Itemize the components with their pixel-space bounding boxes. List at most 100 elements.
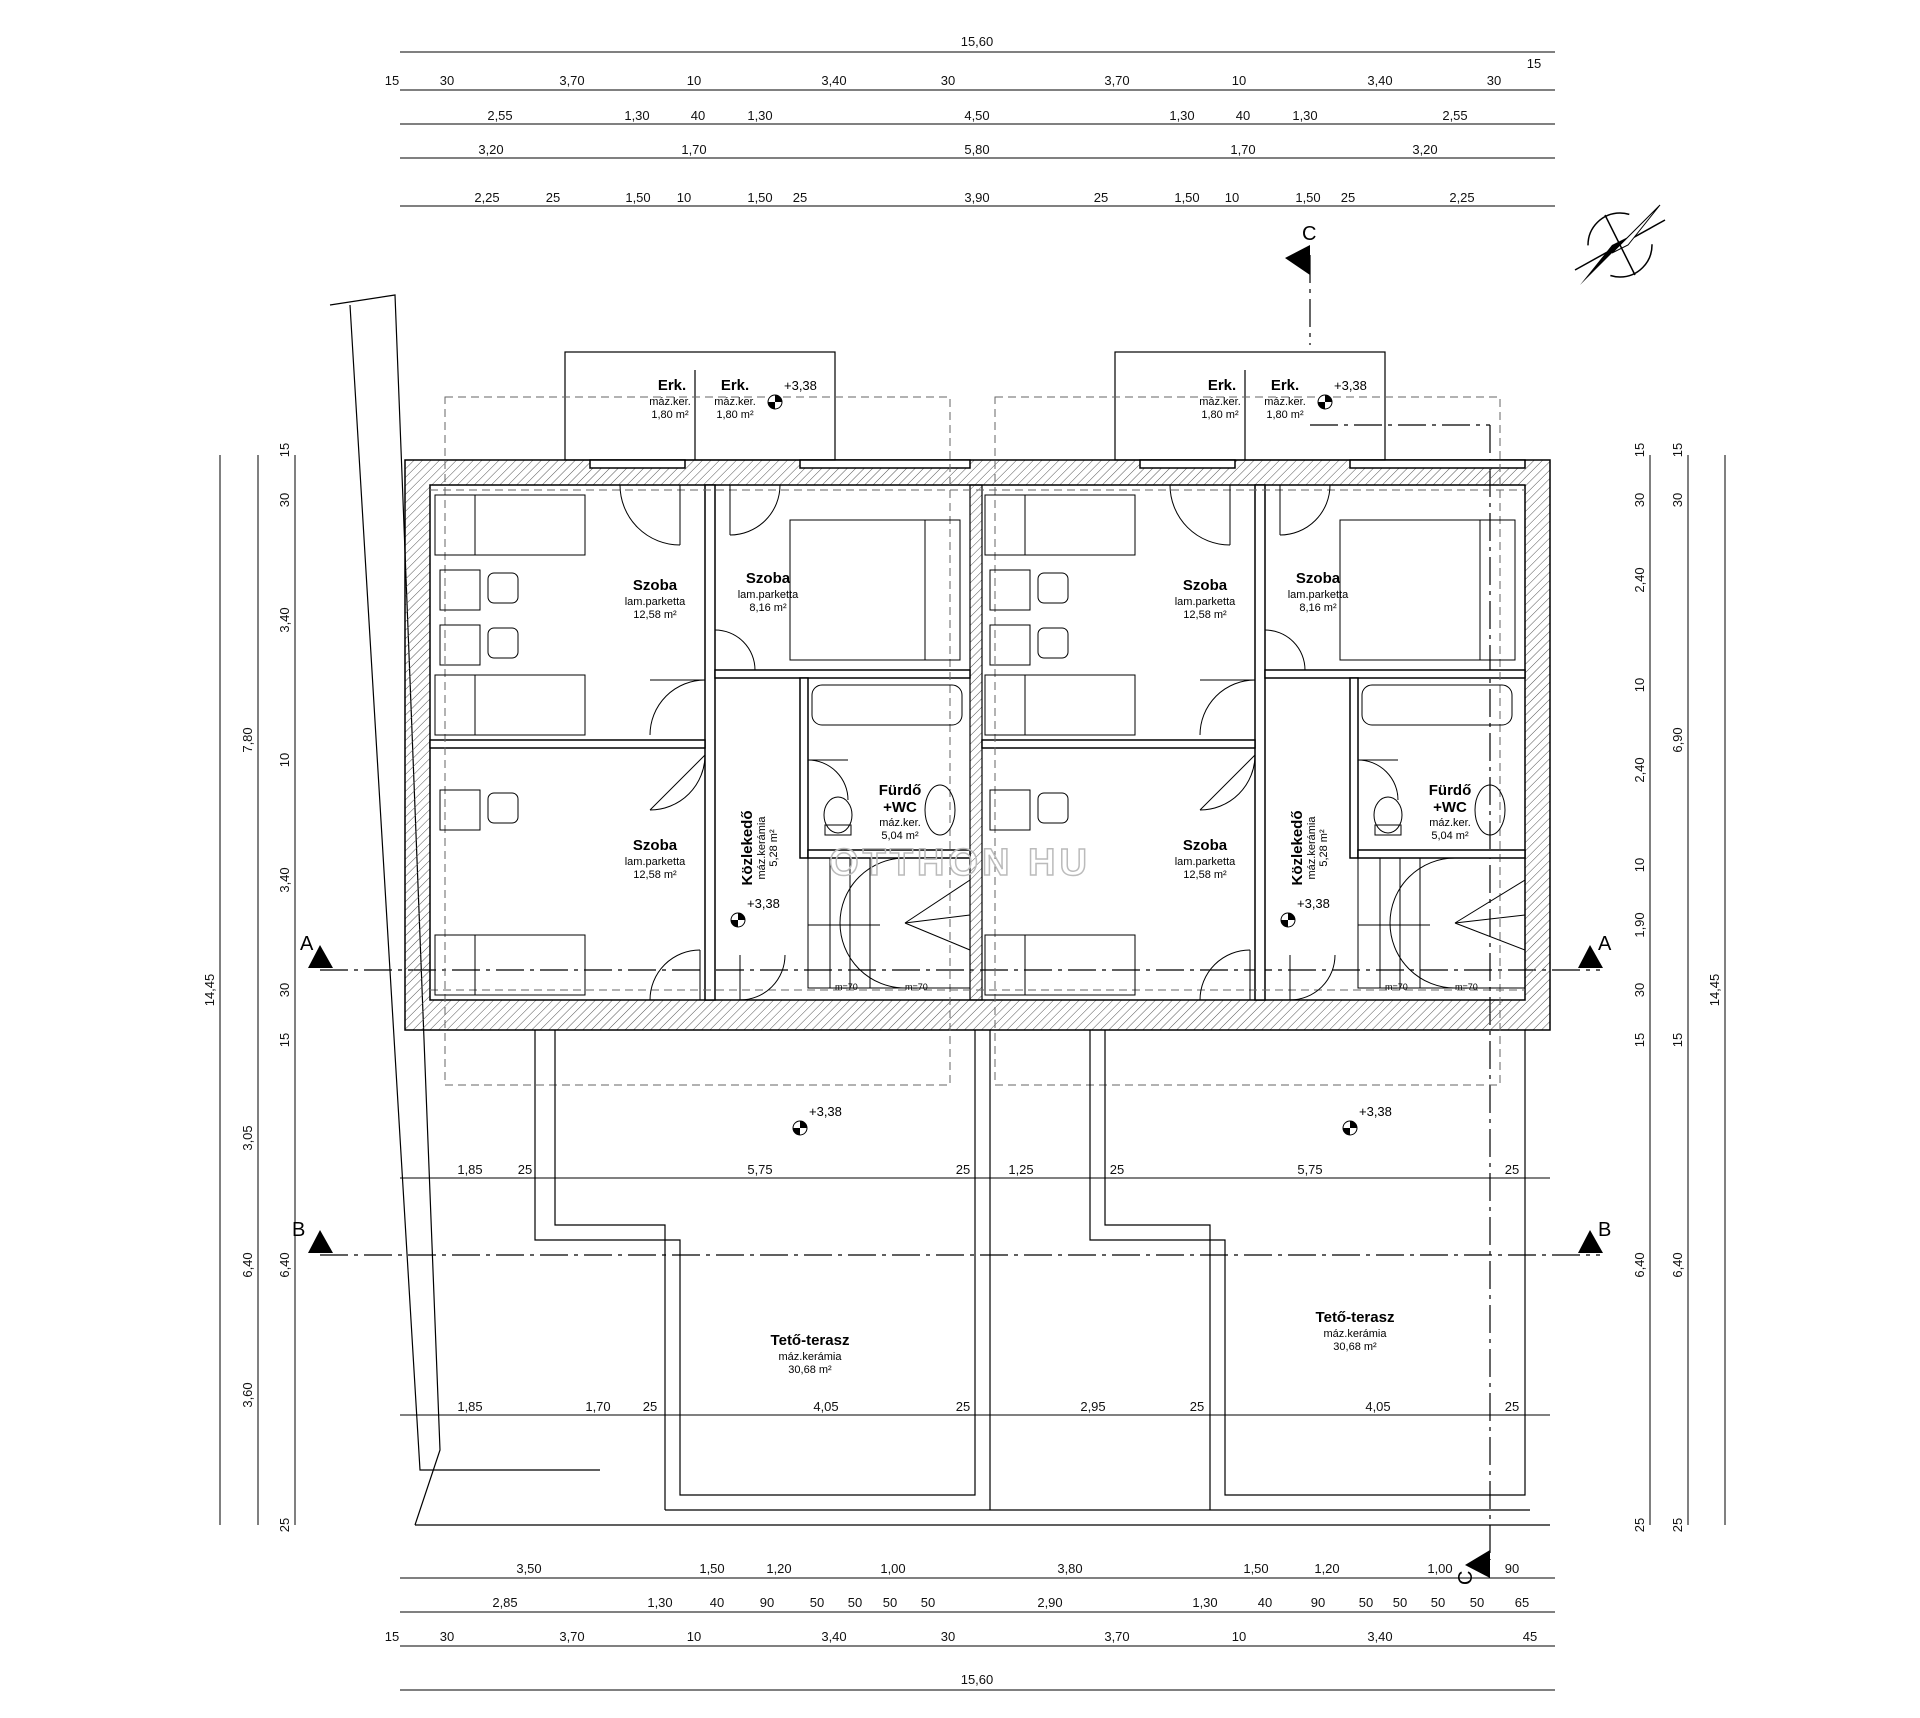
watermark: OTTHON HU xyxy=(829,842,1091,884)
room-floor: lam.parketta xyxy=(625,856,686,868)
dimension-value: 50 xyxy=(921,1595,935,1610)
room-name: Erk. xyxy=(1271,377,1299,394)
dimension-value: 1,25 xyxy=(1008,1162,1033,1177)
staircase-unit-2 xyxy=(1357,857,1526,989)
dimension-value: 50 xyxy=(1393,1595,1407,1610)
room-area: 1,80 m² xyxy=(1266,409,1304,421)
dimension-value: 90 xyxy=(760,1595,774,1610)
dimension-value: 25 xyxy=(1110,1162,1124,1177)
stair-label: m=70 xyxy=(905,982,928,992)
room-name: Tető-terasz xyxy=(1316,1309,1395,1326)
dimension-value: 50 xyxy=(1359,1595,1373,1610)
dimension-value: 1,30 xyxy=(747,108,772,123)
room-area: 1,80 m² xyxy=(716,409,754,421)
dimension-value: 40 xyxy=(1236,108,1250,123)
room-name: Szoba xyxy=(1183,837,1228,854)
room-floor: lam.parketta xyxy=(738,589,799,601)
dimension-value: 3,40 xyxy=(821,1629,846,1644)
dimension-value: 3,50 xyxy=(516,1561,541,1576)
level-label: +3,38 xyxy=(1297,896,1330,911)
dimension-value: 1,50 xyxy=(1243,1561,1268,1576)
dimension-value: 1,00 xyxy=(880,1561,905,1576)
dimension-value: 7,80 xyxy=(240,727,255,752)
dimension-value: 14,45 xyxy=(202,974,217,1007)
room-name: Szoba xyxy=(633,837,678,854)
room-name: Közlekedő xyxy=(739,810,756,885)
dimension-value: 2,55 xyxy=(487,108,512,123)
room-floor: máz.ker. xyxy=(1264,396,1306,408)
room-area: 12,58 m² xyxy=(633,609,677,621)
room-name: Fürdő xyxy=(879,782,922,799)
room-name: Erk. xyxy=(1208,377,1236,394)
dimension-value: 30 xyxy=(277,493,292,507)
dimension-value: 30 xyxy=(1632,493,1647,507)
room-floor: máz.ker. xyxy=(879,817,921,829)
dimension-value: 1,30 xyxy=(624,108,649,123)
dimension-value: 1,90 xyxy=(1632,912,1647,937)
room-floor: máz.ker. xyxy=(1199,396,1241,408)
room-area: 30,68 m² xyxy=(788,1364,832,1376)
dimension-value: 25 xyxy=(1341,190,1355,205)
room-name: Erk. xyxy=(721,377,749,394)
dimension-value: 6,90 xyxy=(1670,727,1685,752)
dimension-value: 1,30 xyxy=(1169,108,1194,123)
dimension-value: 65 xyxy=(1515,1595,1529,1610)
top-total-dim: 15,60 xyxy=(961,34,994,49)
furniture xyxy=(434,494,1516,996)
room-floor: lam.parketta xyxy=(625,596,686,608)
dimension-value: 10 xyxy=(677,190,691,205)
dimension-value: 2,85 xyxy=(492,1595,517,1610)
dimension-value: 25 xyxy=(956,1162,970,1177)
dimension-value: 1,85 xyxy=(457,1399,482,1414)
dimension-value: 3,05 xyxy=(240,1125,255,1150)
room-floor: máz.kerámia xyxy=(756,816,768,880)
dimension-value: 25 xyxy=(1632,1518,1647,1532)
room-area: 5,28 m² xyxy=(768,829,780,867)
dimension-value: 4,50 xyxy=(964,108,989,123)
level-label: +3,38 xyxy=(1334,378,1367,393)
section-label-b-right: B xyxy=(1598,1219,1611,1241)
dimension-value: 90 xyxy=(1311,1595,1325,1610)
dimension-value: 15 xyxy=(385,1629,399,1644)
dimension-value: 10 xyxy=(277,753,292,767)
dimension-value: 25 xyxy=(1190,1399,1204,1414)
dimension-value: 30 xyxy=(1632,983,1647,997)
level-markers: +3,38 +3,38 +3,38 +3,38 +3,38 +3,38 xyxy=(730,378,1392,1136)
dimension-value: 3,40 xyxy=(277,607,292,632)
dimension-value: 1,85 xyxy=(457,1162,482,1177)
room-name: Fürdő xyxy=(1429,782,1472,799)
side-dimension-lines xyxy=(219,455,1726,1525)
section-lines xyxy=(320,255,1600,1560)
dimension-value: 45 xyxy=(1523,1629,1537,1644)
room-area: 5,04 m² xyxy=(1431,830,1469,842)
dimension-value: 15 xyxy=(277,443,292,457)
north-arrow-icon xyxy=(1574,204,1666,285)
dimension-value: 30 xyxy=(941,1629,955,1644)
room-floor: lam.parketta xyxy=(1175,596,1236,608)
stair-label: m=70 xyxy=(1455,982,1478,992)
room-name: Erk. xyxy=(658,377,686,394)
dimension-value: 10 xyxy=(687,1629,701,1644)
dimension-value: 1,00 xyxy=(1427,1561,1452,1576)
section-label-c-top: C xyxy=(1302,223,1316,245)
dimension-value: 1,30 xyxy=(647,1595,672,1610)
dimension-value: 25 xyxy=(1505,1399,1519,1414)
dimension-value: 6,40 xyxy=(1670,1252,1685,1277)
dimension-value: 30 xyxy=(941,73,955,88)
dimension-value: 40 xyxy=(1258,1595,1272,1610)
room-floor: lam.parketta xyxy=(1175,856,1236,868)
section-label-b-left: B xyxy=(292,1219,305,1241)
room-floor: máz.kerámia xyxy=(1324,1328,1388,1340)
room-area: 1,80 m² xyxy=(1201,409,1239,421)
side-dimension-labels: 14,457,803,056,403,6015303,40103,4030156… xyxy=(202,443,1722,1532)
dimension-value: 1,70 xyxy=(681,142,706,157)
dimension-value: 40 xyxy=(691,108,705,123)
room-name: Tető-terasz xyxy=(771,1332,850,1349)
room-floor: máz.ker. xyxy=(714,396,756,408)
dimension-value: 2,55 xyxy=(1442,108,1467,123)
dimension-value: 15 xyxy=(277,1033,292,1047)
